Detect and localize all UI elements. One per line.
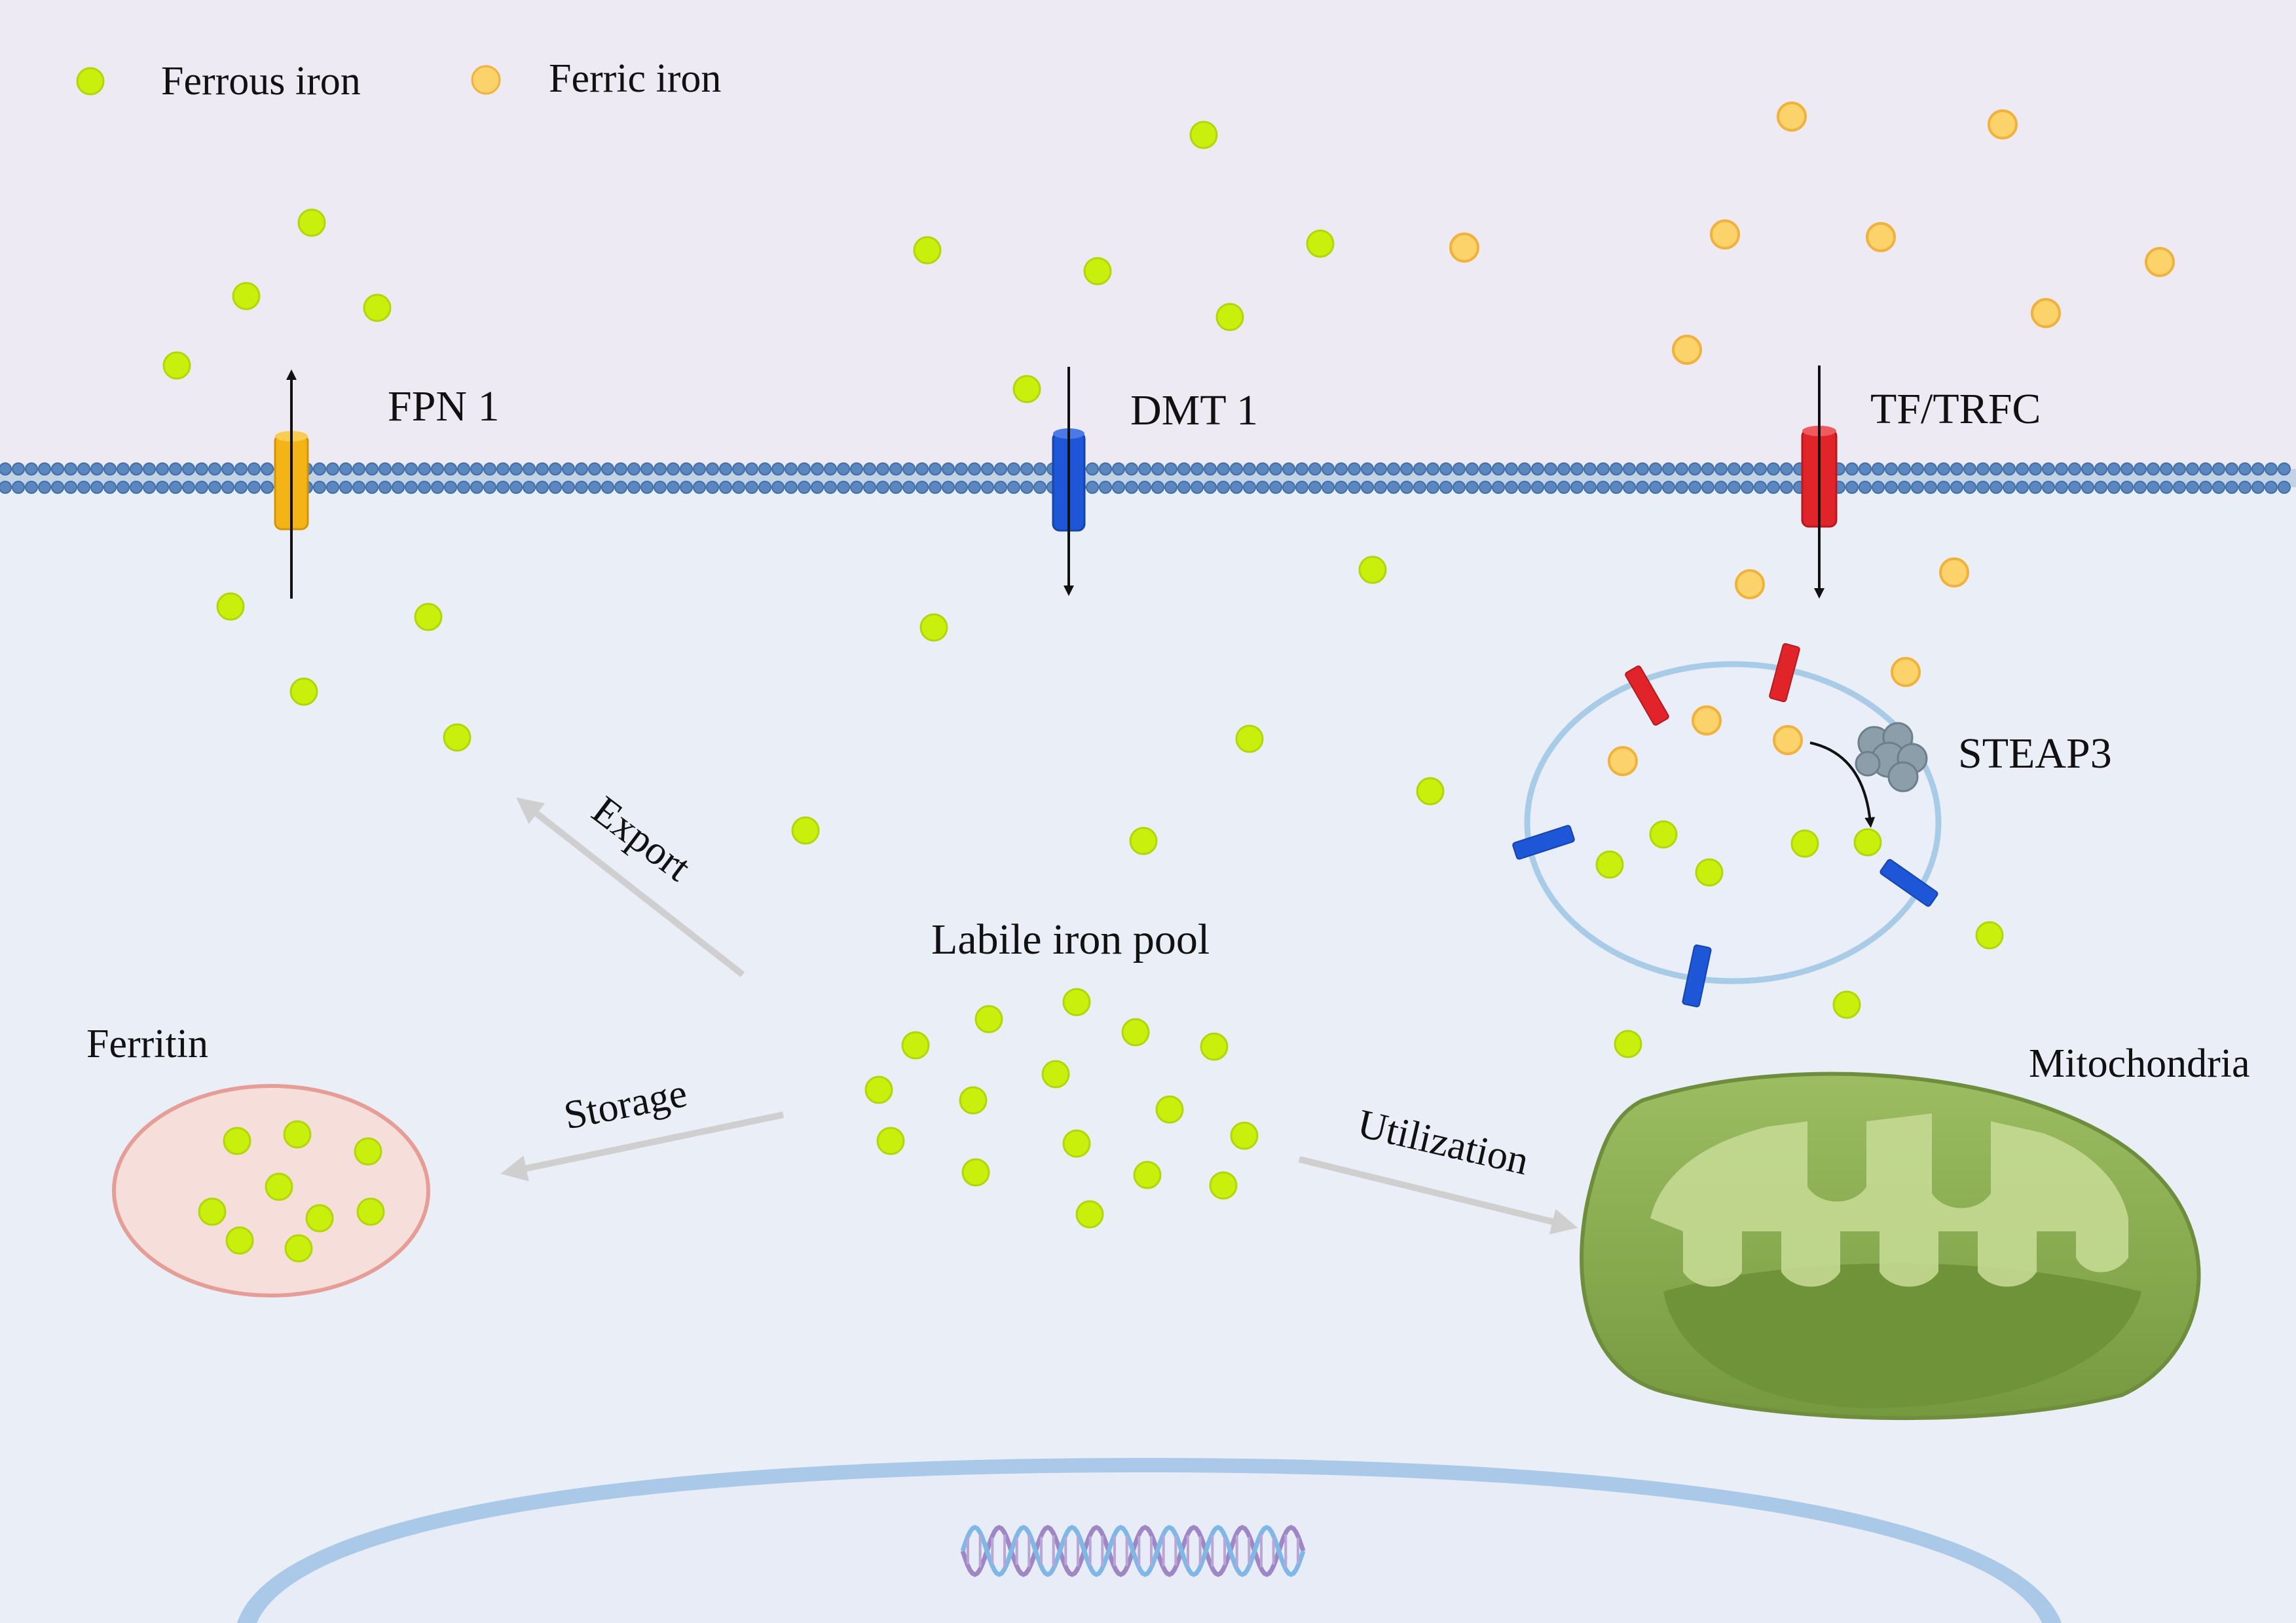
ferrous-iron-ion	[1209, 1171, 1238, 1200]
ferric-iron-ion	[2145, 247, 2175, 277]
ferrous-iron-ion	[961, 1158, 990, 1187]
utilization-arrow	[1298, 1156, 1578, 1235]
ferric-iron-ion	[1891, 657, 1921, 687]
ferric-iron-ion	[1672, 335, 1702, 365]
ferrous-iron-ion	[1853, 828, 1882, 857]
ferric-iron-ion	[2031, 298, 2061, 328]
ferrous-iron-ion	[1235, 724, 1264, 753]
tf-trfc-label: TF/TRFC	[1870, 385, 2041, 433]
ferrous-iron-ion	[305, 1204, 334, 1233]
ferrous-iron-ion	[1595, 850, 1624, 879]
ferrous-iron-ion	[354, 1137, 382, 1166]
ferrous-iron-ion	[1230, 1121, 1259, 1150]
ferrous-iron-ion	[1129, 827, 1158, 855]
ferrous-iron-ion	[216, 592, 245, 621]
legend-ferrous-dot	[76, 67, 105, 96]
ferrous-iron-ion	[974, 1005, 1003, 1034]
ferric-iron-ion	[1608, 746, 1638, 776]
ferrous-iron-ion	[901, 1031, 930, 1060]
dna-helix-icon	[960, 1525, 1306, 1577]
ferrous-iron-ion	[913, 236, 942, 265]
storage-arrow	[500, 1111, 785, 1182]
nucleus	[237, 1458, 2062, 1623]
labile-iron-pool-label: Labile iron pool	[931, 916, 1210, 963]
iron-ions	[162, 102, 2175, 1263]
ferrous-iron-ion	[959, 1086, 988, 1115]
ferrous-iron-ion	[919, 613, 948, 642]
steap3-label: STEAP3	[1958, 730, 2112, 777]
ferrous-iron-ion	[356, 1197, 385, 1226]
ferrous-iron-ion	[1358, 555, 1387, 584]
ferrous-iron-ion	[265, 1172, 293, 1201]
ferric-iron-ion	[1773, 725, 1803, 755]
ferrous-iron-ion	[1121, 1018, 1150, 1047]
ferrous-iron-ion	[443, 723, 472, 752]
ferrous-iron-ion	[414, 603, 443, 631]
ferric-iron-ion	[1866, 222, 1896, 252]
ferrous-iron-ion	[1083, 257, 1112, 286]
ferric-iron-ion	[1449, 233, 1479, 263]
ferrous-iron-ion	[1416, 777, 1445, 806]
ferric-iron-ion	[1988, 109, 2018, 140]
steap3-enzyme	[1855, 722, 1928, 793]
ferrous-iron-ion	[1649, 820, 1678, 849]
ferrous-iron-ion	[1790, 829, 1819, 858]
ferrous-iron-ion	[791, 816, 820, 845]
ferrous-iron-ion	[1041, 1060, 1070, 1089]
legend-ferrous-label: Ferrous iron	[161, 59, 361, 103]
ferrous-iron-ion	[1614, 1030, 1642, 1058]
ferrous-iron-ion	[1975, 921, 2004, 950]
ferric-iron-ion	[1939, 557, 1969, 588]
ferric-iron-ion	[1710, 219, 1740, 250]
fpn1-label: FPN 1	[388, 382, 500, 430]
ferrous-iron-ion	[232, 282, 261, 310]
ferrous-iron-ion	[864, 1075, 893, 1104]
legend: Ferrous iron Ferric iron	[76, 56, 721, 103]
ferrous-iron-ion	[223, 1127, 251, 1155]
ferrous-iron-ion	[1189, 121, 1218, 149]
ferrous-iron-ion	[198, 1197, 227, 1226]
legend-ferric-label: Ferric iron	[549, 56, 721, 101]
mitochondria	[1580, 1072, 2201, 1421]
ferritin-label: Ferritin	[86, 1022, 208, 1066]
export-arrow	[516, 797, 745, 977]
ferrous-iron-ion	[225, 1226, 254, 1255]
ferrous-iron-ion	[1133, 1161, 1162, 1189]
ferrous-iron-ion	[1062, 1129, 1091, 1158]
ferrous-iron-ion	[1075, 1200, 1104, 1229]
ferrous-iron-ion	[1012, 375, 1041, 403]
dmt1-label: DMT 1	[1130, 386, 1258, 434]
ferrous-iron-ion	[876, 1127, 905, 1155]
ferrous-iron-ion	[284, 1234, 313, 1263]
ferrous-iron-ion	[1155, 1095, 1184, 1124]
ferrous-iron-ion	[1200, 1032, 1229, 1061]
ferrous-iron-ion	[1832, 990, 1861, 1019]
ferrous-iron-ion	[289, 677, 318, 706]
ferrous-iron-ion	[297, 208, 326, 237]
ferrous-iron-ion	[1695, 858, 1724, 887]
extracellular-space	[0, 0, 2296, 472]
ferrous-iron-ion	[1215, 303, 1244, 331]
ferrous-iron-ion	[283, 1120, 312, 1149]
steap3-reduction-arrow	[1809, 741, 1876, 828]
endosome	[1512, 643, 1942, 1007]
ferric-iron-ion	[1735, 569, 1765, 599]
ferrous-iron-ion	[363, 293, 392, 322]
cell-membrane	[0, 462, 2296, 494]
legend-ferric-dot	[471, 65, 501, 95]
ferric-iron-ion	[1777, 102, 1807, 132]
ferrous-iron-ion	[1062, 988, 1091, 1017]
ferrous-iron-ion	[162, 351, 191, 380]
ferrous-iron-ion	[1306, 229, 1335, 258]
mitochondria-label: Mitochondria	[2029, 1041, 2250, 1086]
ferric-iron-ion	[1692, 705, 1722, 736]
cytoplasm	[0, 472, 2296, 1623]
